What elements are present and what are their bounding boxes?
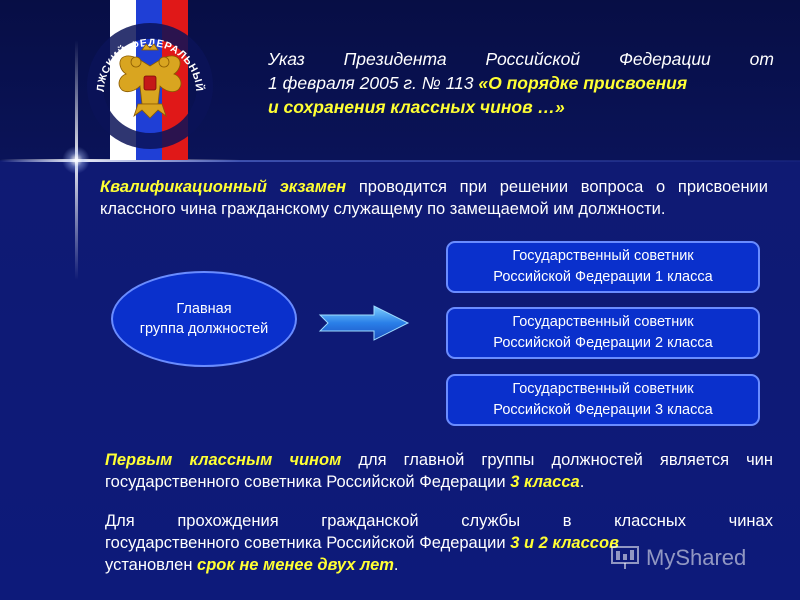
first-rank-text: для главной группы должностей является ч… [105, 451, 773, 491]
decree-word: от [749, 49, 774, 69]
service-end: . [393, 556, 399, 574]
service-word: классных [614, 512, 686, 530]
rank-class: Российской Федерации 1 класса [493, 269, 713, 285]
first-rank-paragraph: Первым классным чином для главной группы… [105, 449, 773, 493]
service-classes-highlight: 3 и 2 классов [510, 534, 619, 552]
service-line-1: Для прохождения гражданской службы в кла… [105, 510, 773, 532]
decree-word: Президента [343, 49, 447, 69]
light-flare-horizontal [0, 159, 240, 162]
decree-name-part-2: и сохранения классных чинов …» [268, 97, 565, 117]
rank-box-3: Государственный советник Российской Феде… [446, 374, 760, 426]
eagle-icon [118, 43, 182, 119]
rank-class: Российской Федерации 3 класса [493, 402, 713, 418]
rank-class: Российской Федерации 2 класса [493, 335, 713, 351]
watermark: MyShared [610, 543, 746, 573]
light-flare-center [62, 146, 90, 174]
right-arrow-icon [318, 305, 410, 341]
service-line-3: установлен срок не менее двух лет. [105, 554, 773, 576]
decree-line-2: 1 февраля 2005 г. № 113 «О порядке присв… [268, 71, 774, 95]
service-term-highlight: срок не менее двух лет [197, 556, 394, 574]
group-label-line-2: группа должностей [139, 321, 269, 337]
decree-line-3: и сохранения классных чинов …» [268, 95, 774, 119]
rank-title: Государственный советник [512, 314, 694, 330]
exam-paragraph: Квалификационный экзамен проводится при … [100, 176, 768, 220]
group-label-line-1: Главная [176, 301, 232, 317]
federal-district-emblem-icon: ПРИВОЛЖСКИЙ ФЕДЕРАЛЬНЫЙ ОКРУГ [78, 0, 213, 160]
position-group-ellipse: Главная группа должностей [111, 271, 297, 367]
first-rank-class: 3 класса [510, 473, 580, 491]
exam-text: проводится при решении вопроса о присвое… [100, 178, 768, 218]
service-word: прохождения [177, 512, 279, 530]
decree-name-part-1: «О порядке присвоения [478, 73, 688, 93]
service-text-2: установлен [105, 556, 198, 574]
service-word: службы [461, 512, 521, 530]
exam-highlight: Квалификационный экзамен [100, 178, 347, 196]
first-rank-highlight: Первым классным чином [105, 451, 342, 469]
service-word: в [562, 512, 572, 530]
rank-title: Государственный советник [512, 381, 694, 397]
service-text: государственного советника Российской Фе… [105, 534, 511, 552]
watermark-text: MyShared [646, 545, 747, 570]
decree-date: 1 февраля 2005 г. № 113 [268, 73, 479, 93]
presentation-logo-icon [611, 546, 639, 569]
decree-word: Указ [268, 49, 305, 69]
decree-title: Указ Президента Российской Федерации от … [268, 47, 774, 119]
service-word: Для [105, 512, 135, 530]
service-word: чинах [728, 512, 773, 530]
service-line-2: государственного советника Российской Фе… [105, 532, 773, 554]
decree-word: Федерации [619, 49, 711, 69]
rank-box-1: Государственный советник Российской Феде… [446, 241, 760, 293]
first-rank-end: . [579, 473, 585, 491]
service-word: гражданской [321, 512, 419, 530]
rank-box-2: Государственный советник Российской Феде… [446, 307, 760, 359]
decree-line-1: Указ Президента Российской Федерации от [268, 47, 774, 71]
decree-word: Российской [485, 49, 581, 69]
header-divider [0, 160, 800, 162]
rank-title: Государственный советник [512, 248, 694, 264]
service-term-paragraph: Для прохождения гражданской службы в кла… [105, 510, 773, 576]
